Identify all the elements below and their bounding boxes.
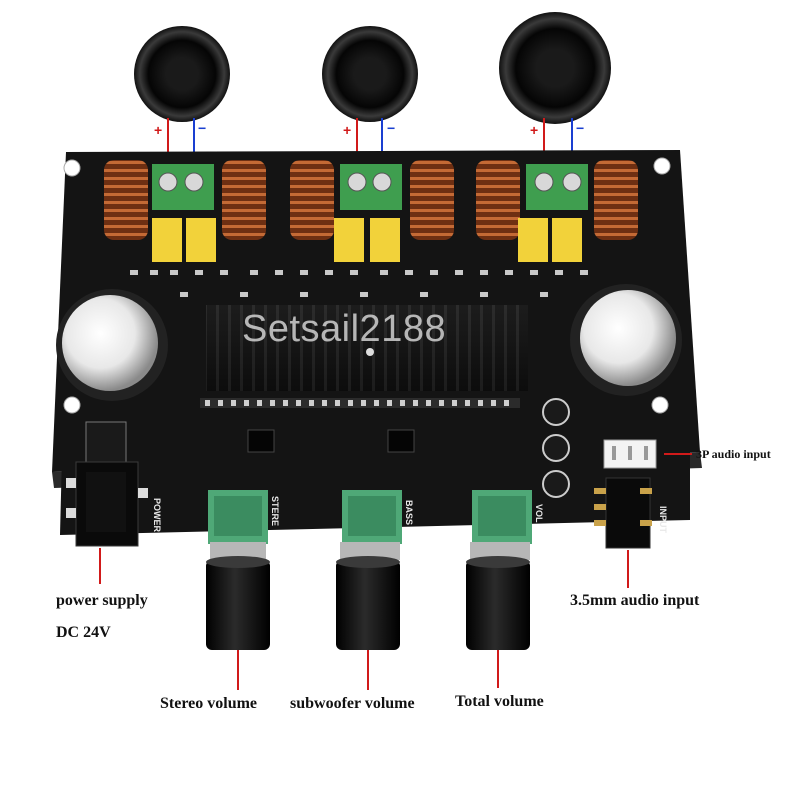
callout-dc-24v: DC 24V (56, 624, 111, 641)
smd-components (130, 270, 588, 297)
potentiometer-volume (466, 490, 532, 650)
audio-jack-3-5mm (594, 477, 652, 549)
electrolytic-capacitor-right (570, 284, 682, 396)
speaker-middle-icon (322, 26, 418, 122)
3p-connector (603, 439, 657, 469)
callout-3-5mm-audio-input: 3.5mm audio input (570, 592, 700, 609)
minus-mark: − (387, 120, 396, 136)
silk-input: INPUT (658, 506, 668, 533)
watermark: Setsail2188 (242, 308, 447, 350)
small-capacitors (542, 398, 570, 498)
film-capacitors (152, 218, 582, 262)
speaker-terminals (152, 164, 588, 210)
plus-mark: + (343, 122, 352, 138)
callout-subwoofer-volume: subwoofer volume (290, 695, 415, 712)
speaker-right-icon (499, 12, 611, 124)
minus-mark: − (576, 120, 585, 136)
silk-stere: STERE (270, 496, 280, 527)
electrolytic-capacitor-left (56, 289, 168, 401)
potentiometer-stereo (206, 490, 270, 650)
silk-bass: BASS (404, 500, 414, 526)
callout-lines (99, 453, 692, 690)
dc-power-jack (66, 421, 148, 547)
plus-mark: + (530, 122, 539, 138)
silk-power: POWER (152, 498, 162, 533)
minus-mark: − (198, 120, 207, 136)
callout-power-supply: power supply (56, 592, 148, 609)
callout-stereo-volume: Stereo volume (160, 695, 258, 712)
speaker-left-icon (134, 26, 230, 122)
heatsink (206, 305, 528, 391)
pin-header-row (200, 398, 520, 408)
silk-vol: VOL (534, 504, 544, 523)
callout-3p-audio-input: 3P audio input (696, 447, 771, 461)
potentiometer-bass (336, 490, 402, 650)
plus-mark: + (154, 122, 163, 138)
callout-total-volume: Total volume (455, 693, 544, 710)
inductor-coils (104, 160, 638, 240)
